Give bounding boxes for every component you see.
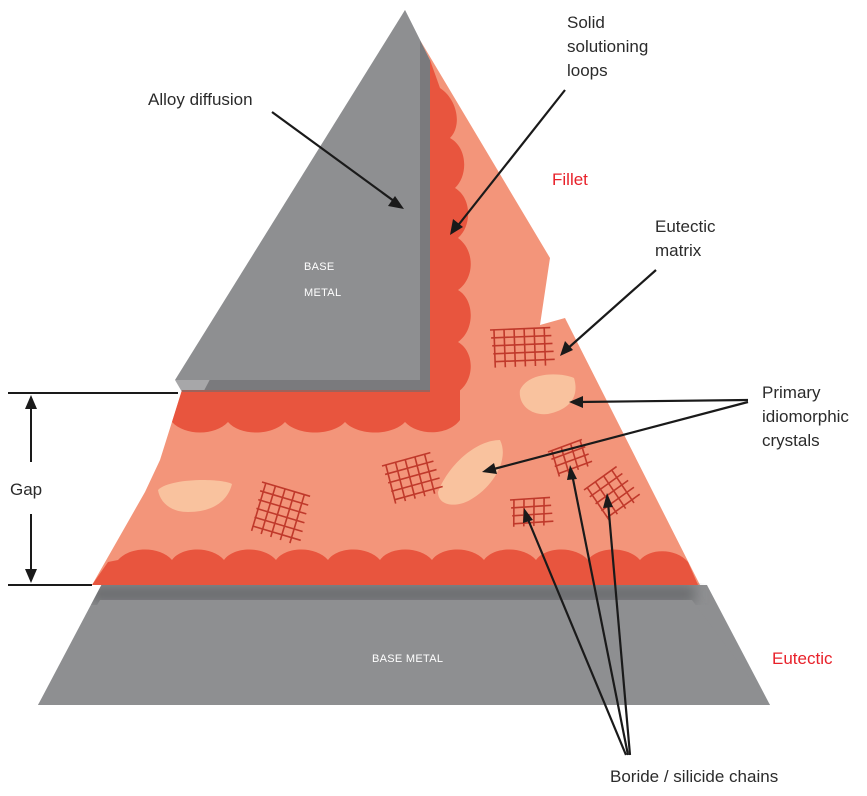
mesh-2 [250, 481, 311, 544]
label-primary-2: idiomorphic [762, 407, 849, 426]
label-alloy-diffusion: Alloy diffusion [148, 90, 253, 109]
crystal-2 [438, 440, 503, 505]
label-gap: Gap [10, 480, 42, 499]
bottom-loop-band [92, 549, 698, 585]
label-solid-solutioning-3: loops [567, 61, 608, 80]
label-eutectic-matrix-1: Eutectic [655, 217, 716, 236]
horizontal-loop-band [172, 390, 460, 433]
label-solid-solutioning-1: Solid [567, 13, 605, 32]
base-metal-top-face [175, 10, 420, 380]
label-fillet: Fillet [552, 170, 588, 189]
mesh-3 [381, 451, 443, 504]
mesh-6 [509, 496, 554, 527]
crystal-1 [158, 480, 232, 512]
label-primary-1: Primary [762, 383, 821, 402]
arrows [271, 89, 749, 756]
vertical-loop-band [430, 60, 471, 392]
base-metal-top-label-2: METAL [304, 287, 341, 299]
label-boride-chains: Boride / silicide chains [610, 767, 778, 786]
label-eutectic: Eutectic [772, 649, 833, 668]
label-eutectic-matrix-2: matrix [655, 241, 702, 260]
shadow-band [90, 585, 695, 603]
label-primary-3: crystals [762, 431, 820, 450]
fillet-region [92, 40, 700, 585]
crystal-3 [519, 374, 576, 415]
label-solid-solutioning-2: solutioning [567, 37, 648, 56]
gap-dimension [8, 392, 178, 586]
base-metal-bottom-label: BASE METAL [372, 653, 443, 665]
base-metal-bottom-face [38, 600, 770, 705]
mesh-1 [489, 326, 555, 368]
base-metal-top-label-1: BASE [304, 261, 335, 273]
